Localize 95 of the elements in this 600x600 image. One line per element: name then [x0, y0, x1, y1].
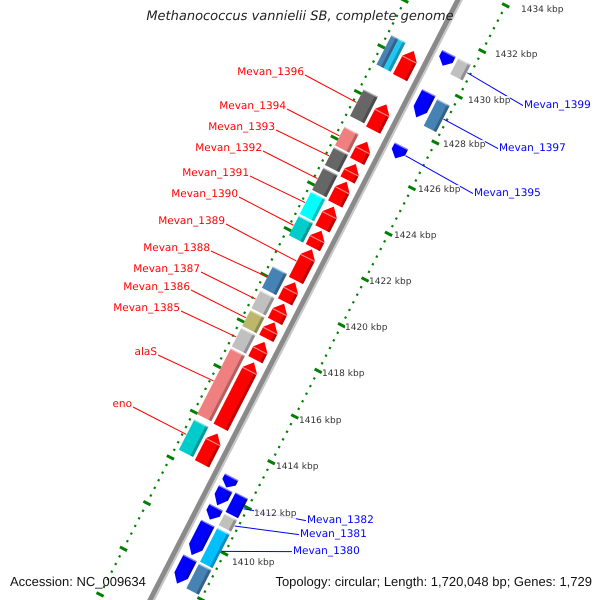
- gene-block: [315, 206, 337, 233]
- gene-label: Mevan_1396: [237, 66, 304, 78]
- leader-line: [262, 150, 318, 180]
- gene-box: [232, 328, 256, 354]
- leader-line: [180, 310, 237, 338]
- gene-box: [350, 89, 378, 124]
- leader-line: [210, 250, 268, 278]
- gene-block: [340, 164, 359, 184]
- scale-label: 1422 kbp: [369, 277, 412, 288]
- scale-label: 1410 kbp: [232, 558, 274, 569]
- gene-box: [450, 58, 471, 81]
- gene-box: [384, 38, 406, 72]
- scale-label: 1432 kbp: [495, 50, 538, 61]
- gene-box: [312, 168, 338, 198]
- leader-line: [221, 550, 292, 552]
- gene-block: [278, 282, 298, 306]
- gene-box: [186, 564, 212, 595]
- gene-box: [300, 192, 326, 222]
- leader-line: [405, 155, 474, 194]
- scale-label: 1428 kbp: [443, 140, 486, 151]
- genome-info-text: Topology: circular; Length: 1,720,048 bp; Genes: 1,729: [275, 574, 592, 589]
- gene-label: Mevan_1382: [307, 514, 374, 526]
- gene-box: [197, 348, 246, 422]
- gene-label: Mevan_1385: [113, 302, 180, 314]
- gene-block: [206, 504, 223, 520]
- gene-block: [350, 142, 370, 165]
- scale-label: 1420 kbp: [345, 323, 388, 334]
- gene-block: [214, 485, 233, 506]
- gene-label: Mevan_1395: [474, 187, 541, 199]
- scale-label: 1414 kbp: [276, 462, 318, 473]
- gene-block: [439, 50, 456, 66]
- gene-box: [251, 290, 275, 316]
- gene-box: [218, 514, 238, 532]
- gene-label: Mevan_1380: [293, 545, 360, 557]
- gene-box: [242, 310, 265, 334]
- gene-label: Mevan_1387: [133, 263, 200, 275]
- gene-block: [414, 89, 436, 118]
- gene-block: [259, 322, 278, 342]
- leader-line: [200, 272, 256, 300]
- gene-block: [222, 473, 238, 488]
- gene-box: [262, 266, 288, 296]
- gene-block: [288, 249, 315, 284]
- leader-line: [466, 72, 524, 106]
- gene-label: Mevan_1389: [158, 215, 225, 227]
- gene-label: Mevan_1392: [195, 142, 262, 154]
- leader-line: [442, 118, 498, 150]
- gene-box: [324, 147, 348, 172]
- gene-label: Mevan_1397: [499, 142, 566, 154]
- gene-block: [328, 182, 350, 208]
- gene-box: [178, 419, 209, 457]
- gene-label: Mevan_1381: [300, 528, 367, 540]
- gene-block: [214, 362, 257, 431]
- gene-label: Mevan_1393: [208, 121, 275, 133]
- gene-block: [392, 50, 417, 82]
- gene-label: alaS: [134, 346, 157, 358]
- leader-line: [158, 354, 214, 382]
- gene-label: Mevan_1386: [123, 281, 190, 293]
- leader-line: [286, 108, 340, 136]
- scale-label: 1418 kbp: [322, 369, 364, 380]
- scale-label: 1424 kbp: [394, 231, 436, 242]
- gene-box: [200, 528, 230, 568]
- gene-block: [194, 434, 220, 468]
- gene-label: Mevan_1394: [219, 100, 286, 112]
- scale-label: 1412 kbp: [254, 509, 296, 520]
- gene-label: Mevan_1399: [524, 99, 591, 111]
- accession-text: Accession: NC_009634: [10, 574, 146, 589]
- gene-label: Mevan_1391: [182, 167, 249, 179]
- scale-label: 1430 kbp: [468, 96, 510, 107]
- gene-label: eno: [112, 398, 132, 410]
- scale-label: 1434 kbp: [521, 5, 564, 16]
- gene-block: [366, 104, 390, 134]
- gene-block: [174, 554, 197, 584]
- gene-box: [226, 492, 248, 518]
- leader-line: [250, 176, 306, 204]
- gene-label: Mevan_1388: [143, 242, 210, 254]
- gene-label: Mevan_1390: [171, 188, 238, 200]
- gene-block: [392, 142, 408, 158]
- leader-line: [132, 406, 187, 435]
- leader-line: [304, 74, 357, 103]
- gene-block: [248, 342, 268, 364]
- leader-line: [238, 196, 294, 226]
- gene-block: [189, 520, 215, 556]
- scale-label: 1426 kbp: [418, 185, 460, 196]
- gene-box: [424, 99, 450, 132]
- leader-line: [226, 224, 297, 262]
- gene-box: [288, 216, 314, 243]
- scale-label: 1416 kbp: [299, 416, 342, 427]
- leader-line: [276, 130, 330, 156]
- gene-box: [376, 35, 399, 68]
- gene-block: [268, 304, 288, 326]
- diagram-title: Methanococcus vannielii SB, complete genome: [145, 9, 455, 24]
- gene-block: [306, 230, 325, 252]
- gene-box: [334, 126, 359, 153]
- leader-line: [190, 290, 246, 318]
- leader-line: [234, 526, 300, 536]
